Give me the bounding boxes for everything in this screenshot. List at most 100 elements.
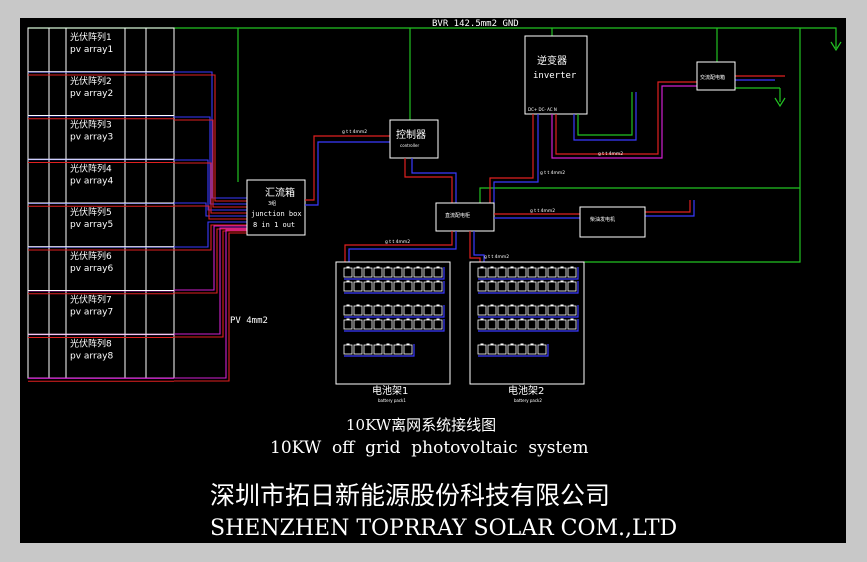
- battery-cell-terminal: [540, 343, 544, 345]
- battery-cell-terminal: [480, 318, 484, 320]
- battery-cell-terminal: [386, 266, 390, 268]
- battery-cell-terminal: [560, 280, 564, 282]
- pv-array-label-en: pv array7: [70, 308, 113, 318]
- battery-cell-terminal: [510, 304, 514, 306]
- controller-to-dc-wires: [404, 158, 457, 203]
- battery-cell-terminal: [530, 266, 534, 268]
- battery-cell-terminal: [550, 304, 554, 306]
- battery-cell-terminal: [570, 318, 574, 320]
- battery-cell-terminal: [426, 266, 430, 268]
- battery-cell-terminal: [510, 343, 514, 345]
- battery-cell-terminal: [530, 304, 534, 306]
- battery-cell-terminal: [560, 318, 564, 320]
- battery-cell-terminal: [500, 266, 504, 268]
- battery-cell-terminal: [426, 280, 430, 282]
- generator-cable-label: g t t 4mm2: [530, 208, 555, 214]
- pv-array-label-en: pv array5: [70, 220, 113, 230]
- dc-to-generator-wires: [494, 200, 695, 219]
- pv-array-label-en: pv array6: [70, 264, 113, 274]
- battery-cell-terminal: [356, 266, 360, 268]
- battery-cells: [343, 266, 579, 357]
- battery-cell-terminal: [480, 304, 484, 306]
- battery-cell-terminal: [540, 280, 544, 282]
- bus-label: BVR 142.5mm2 GND: [432, 19, 519, 29]
- dc-distribution-box[interactable]: 直流配电柜: [435, 202, 495, 232]
- inverter-en: inverter: [533, 71, 577, 81]
- junction-box-sub: 3组: [268, 200, 276, 207]
- battery-cell-terminal: [406, 280, 410, 282]
- battery-cell-terminal: [480, 266, 484, 268]
- battery-link-wire: [344, 344, 415, 357]
- battery-cell-terminal: [500, 343, 504, 345]
- inverter-cable-label: g t t 4mm2: [540, 170, 565, 176]
- battery-rack-1-cn: 电池架1: [372, 384, 408, 397]
- pv-array-label-en: pv array4: [70, 176, 113, 186]
- battery-cell-terminal: [436, 280, 440, 282]
- battery-cell-terminal: [530, 280, 534, 282]
- battery-link-wire: [344, 319, 445, 332]
- battery-cell-terminal: [510, 280, 514, 282]
- battery-cell-terminal: [376, 280, 380, 282]
- battery-cell-terminal: [376, 304, 380, 306]
- battery-cell-terminal: [530, 318, 534, 320]
- ac-distribution-box[interactable]: 交流配电箱: [696, 61, 736, 91]
- controller-box[interactable]: 控制器 controller: [389, 119, 439, 159]
- controller-cn: 控制器: [396, 128, 426, 141]
- battery-cell-terminal: [416, 280, 420, 282]
- pv-array-label-cn: 光伏阵列2: [70, 75, 112, 87]
- battery-cell-terminal: [366, 266, 370, 268]
- battery-rack-1[interactable]: [335, 261, 451, 385]
- battery-link-wire: [478, 267, 579, 280]
- battery-cell-terminal: [376, 343, 380, 345]
- pv-array-label-cn: 光伏阵列1: [70, 31, 112, 43]
- inverter-ac-cable-label: g t t 4mm2: [598, 151, 623, 157]
- battery-cell-terminal: [550, 318, 554, 320]
- battery-cell-terminal: [426, 318, 430, 320]
- battery-cell-terminal: [366, 304, 370, 306]
- junction-box[interactable]: 汇流箱 3组 junction box 8 in 1 out: [246, 179, 306, 236]
- battery-cell-terminal: [346, 280, 350, 282]
- diesel-generator-box[interactable]: 柴油发电机: [579, 206, 646, 238]
- battery-cell-terminal: [396, 304, 400, 306]
- battery-cell-terminal: [436, 266, 440, 268]
- battery-cell-terminal: [356, 304, 360, 306]
- battery-cell-terminal: [386, 280, 390, 282]
- inverter-ac-wires: [551, 75, 785, 159]
- pv-home-run-wires: [174, 71, 247, 382]
- battery-cell-terminal: [480, 343, 484, 345]
- battery-cell-terminal: [550, 280, 554, 282]
- pv-array-label-cn: 光伏阵列6: [70, 250, 112, 262]
- inverter-box[interactable]: 逆变器 inverter DC+ DC- AC N: [524, 35, 588, 115]
- pv-array-label-en: pv array2: [70, 89, 113, 99]
- pv-array-label-cn: 光伏阵列4: [70, 162, 112, 174]
- battery-cell-terminal: [540, 318, 544, 320]
- battery-cell-terminal: [386, 343, 390, 345]
- battery-cell-terminal: [560, 304, 564, 306]
- battery-cell-terminal: [346, 304, 350, 306]
- battery-cable-label-2: g t t 4mm2: [484, 254, 509, 260]
- jb-controller-cable-label: g t t 4mm2: [342, 129, 367, 135]
- battery-cell-terminal: [396, 266, 400, 268]
- battery-cell-terminal: [436, 304, 440, 306]
- battery-cell-terminal: [490, 304, 494, 306]
- controller-en: controller: [400, 143, 419, 148]
- battery-cell-terminal: [520, 318, 524, 320]
- battery-cell-terminal: [570, 304, 574, 306]
- battery-cell-terminal: [436, 318, 440, 320]
- battery-link-wire: [344, 281, 445, 294]
- battery-cell-terminal: [520, 304, 524, 306]
- battery-cell-terminal: [416, 266, 420, 268]
- junction-box-ports: 8 in 1 out: [253, 221, 295, 229]
- battery-link-wire: [344, 305, 445, 318]
- pv-array-label-cn: 光伏阵列8: [70, 337, 112, 349]
- battery-cell-terminal: [480, 280, 484, 282]
- battery-rack-2-cn: 电池架2: [508, 384, 544, 397]
- pv-array-label-en: pv array1: [70, 45, 113, 55]
- battery-cell-terminal: [570, 266, 574, 268]
- battery-cell-terminal: [406, 343, 410, 345]
- battery-link-wire: [478, 305, 579, 318]
- battery-rack-2[interactable]: [469, 261, 585, 385]
- battery-link-wire: [478, 281, 579, 294]
